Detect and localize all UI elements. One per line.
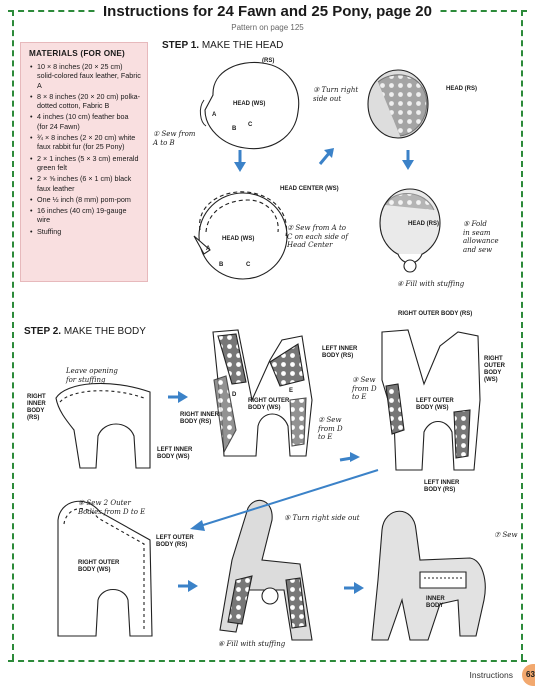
label-rs-top: (RS) bbox=[262, 58, 275, 64]
note-sew-d-e-3: ③ Sew from D to E bbox=[352, 376, 377, 401]
body-piece-5 bbox=[219, 499, 313, 641]
label-right-inner: RIGHT INNER BODY (RS) bbox=[27, 394, 46, 421]
head-piece-circle-2 bbox=[193, 191, 288, 280]
body-piece-4 bbox=[57, 500, 153, 637]
label-a: A bbox=[212, 112, 217, 118]
label-left-inner-rs-2: LEFT INNER BODY (RS) bbox=[424, 480, 460, 493]
body-piece-1 bbox=[55, 382, 151, 469]
note-sew-7: ⑦ Sew bbox=[494, 531, 518, 539]
label-d: D bbox=[232, 392, 237, 398]
label-head-rs: HEAD (RS) bbox=[446, 86, 477, 92]
materials-item: 2 × 1 inches (5 × 3 cm) emerald green fe… bbox=[30, 154, 141, 173]
label-left-outer-rs: LEFT OUTER BODY (RS) bbox=[156, 535, 194, 548]
note-sew-a-b: ① Sew from A to B bbox=[153, 130, 196, 147]
flow-arrows bbox=[168, 148, 414, 594]
materials-item: 8 × 8 inches (20 × 20 cm) polka-dotted c… bbox=[30, 92, 141, 111]
label-b: B bbox=[232, 126, 237, 132]
label-head-center: HEAD CENTER (WS) bbox=[280, 186, 339, 192]
label-e: E bbox=[289, 388, 294, 394]
materials-item: 10 × 8 inches (20 × 25 cm) solid-colored… bbox=[30, 62, 141, 90]
frame-left-border bbox=[12, 10, 14, 660]
label-a-2: A bbox=[206, 246, 211, 252]
label-right-outer-ws-3: RIGHT OUTER BODY (WS) bbox=[78, 560, 120, 573]
label-c: C bbox=[248, 122, 253, 128]
note-sew-outer: ④ Sew 2 Outer Bodies from D to E bbox=[78, 499, 146, 516]
label-head-ws: HEAD (WS) bbox=[233, 101, 266, 107]
frame-bottom-border bbox=[8, 660, 527, 662]
step2-heading: STEP 2. MAKE THE BODY bbox=[24, 326, 146, 337]
body-piece-2 bbox=[212, 329, 313, 457]
label-c-2: C bbox=[246, 262, 251, 268]
note-sew-a-c: ② Sew from A to C on each side of Head C… bbox=[287, 224, 348, 249]
materials-item: 16 inches (40 cm) 19-gauge wire bbox=[30, 206, 141, 225]
frame-right-border bbox=[521, 10, 523, 660]
note-fill: ④ Fill with stuffing bbox=[397, 280, 465, 288]
label-head-ws-2: HEAD (WS) bbox=[222, 236, 255, 242]
materials-item: One ½ inch (8 mm) pom-pom bbox=[30, 195, 141, 205]
body-piece-3 bbox=[381, 329, 481, 471]
label-head-rs-2: HEAD (RS) bbox=[408, 221, 439, 227]
note-turn-right-2: ⑤ Turn right side out bbox=[284, 514, 360, 522]
label-right-outer-ws: RIGHT OUTER BODY (WS) bbox=[248, 398, 290, 411]
footer-section: Instructions bbox=[469, 670, 513, 680]
note-fill-2: ⑥ Fill with stuffing bbox=[218, 640, 286, 648]
head-rs-ball-1 bbox=[367, 69, 429, 139]
note-sew-d-e: ② Sew from D to E bbox=[318, 416, 343, 441]
pattern-reference: Pattern on page 125 bbox=[231, 23, 304, 32]
label-right-outer-rs: RIGHT OUTER BODY (RS) bbox=[398, 311, 473, 317]
materials-item: 2 × ⅝ inches (6 × 1 cm) black faux leath… bbox=[30, 174, 141, 193]
materials-box: MATERIALS (FOR ONE) 10 × 8 inches (20 × … bbox=[20, 42, 148, 282]
page-title: Instructions for 24 Fawn and 25 Pony, pa… bbox=[0, 3, 535, 20]
label-right-inner-rs: RIGHT INNER BODY (RS) bbox=[180, 412, 219, 425]
materials-item: ¾ × 8 inches (2 × 20 cm) white faux rabb… bbox=[30, 133, 141, 152]
step1-heading: STEP 1. MAKE THE HEAD bbox=[162, 40, 284, 51]
note-turn-right: ③ Turn right side out bbox=[313, 86, 359, 103]
note-leave-opening: Leave opening for stuffing bbox=[66, 367, 118, 384]
head-rs-ball-2 bbox=[379, 188, 441, 273]
materials-item: 4 inches (10 cm) feather boa (for 24 Faw… bbox=[30, 112, 141, 131]
label-left-inner-rs: LEFT INNER BODY (RS) bbox=[322, 346, 358, 359]
page-number-badge: 63 bbox=[522, 664, 535, 686]
label-b-2: B bbox=[219, 262, 224, 268]
note-fold: ⑤ Fold in seam allowance and sew bbox=[463, 220, 499, 254]
head-piece-circle-1 bbox=[199, 61, 300, 150]
label-right-outer-ws-2: RIGHT OUTER BODY (WS) bbox=[484, 356, 505, 383]
body-piece-6 bbox=[371, 510, 486, 641]
materials-list: 10 × 8 inches (20 × 25 cm) solid-colored… bbox=[29, 62, 141, 236]
label-left-inner: LEFT INNER BODY (WS) bbox=[157, 447, 193, 460]
label-left-outer-ws: LEFT OUTER BODY (WS) bbox=[416, 398, 454, 411]
materials-heading: MATERIALS (FOR ONE) bbox=[29, 49, 125, 58]
label-inner-body: INNER BODY bbox=[426, 596, 445, 609]
materials-item: Stuffing bbox=[30, 227, 141, 237]
